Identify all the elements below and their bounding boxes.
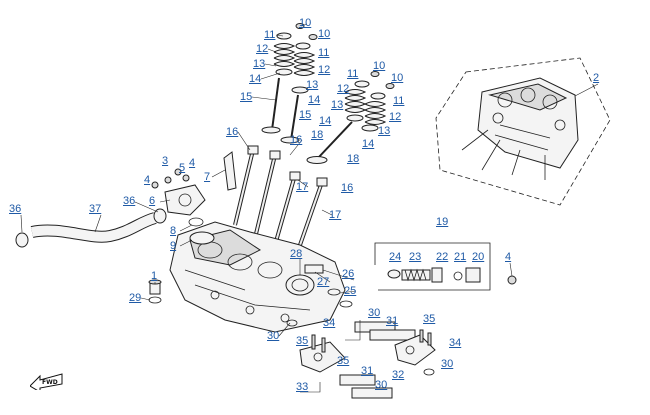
callout-part-36[interactable]: 36 <box>9 203 22 215</box>
callout-part-26[interactable]: 26 <box>342 268 355 280</box>
callout-part-19[interactable]: 19 <box>436 216 449 228</box>
callout-part-13[interactable]: 13 <box>306 79 319 91</box>
callout-part-13[interactable]: 13 <box>331 99 344 111</box>
callout-part-27[interactable]: 27 <box>317 276 330 288</box>
callout-part-6[interactable]: 6 <box>149 195 156 207</box>
callout-part-12[interactable]: 12 <box>256 43 269 55</box>
callout-part-29[interactable]: 29 <box>129 292 142 304</box>
callout-part-10[interactable]: 10 <box>391 72 404 84</box>
callout-part-10[interactable]: 10 <box>299 17 312 29</box>
inset-head-assembly <box>461 77 579 180</box>
callout-part-14[interactable]: 14 <box>362 138 375 150</box>
callout-part-36[interactable]: 36 <box>123 195 136 207</box>
callout-part-17[interactable]: 17 <box>296 181 309 193</box>
callout-part-2[interactable]: 2 <box>593 72 600 84</box>
cylinder-head <box>169 217 346 333</box>
callout-part-8[interactable]: 8 <box>170 225 177 237</box>
callout-part-15[interactable]: 15 <box>240 91 253 103</box>
callout-part-12[interactable]: 12 <box>318 64 331 76</box>
callout-part-9[interactable]: 9 <box>170 240 177 252</box>
forward-arrow-icon: FWD <box>30 373 63 390</box>
tensioner-assembly <box>374 242 517 291</box>
callout-part-4[interactable]: 4 <box>144 174 151 186</box>
callout-part-30[interactable]: 30 <box>441 358 454 370</box>
callout-part-32[interactable]: 32 <box>392 369 405 381</box>
thermostat-housing <box>151 168 206 216</box>
callout-part-5[interactable]: 5 <box>179 162 186 174</box>
callout-part-4[interactable]: 4 <box>189 157 196 169</box>
callout-part-15[interactable]: 15 <box>299 109 312 121</box>
callout-part-16[interactable]: 16 <box>226 126 239 138</box>
callout-part-31[interactable]: 31 <box>386 315 399 327</box>
callout-part-22[interactable]: 22 <box>436 251 449 263</box>
callout-part-37[interactable]: 37 <box>89 203 102 215</box>
callout-part-31[interactable]: 31 <box>361 365 374 377</box>
callout-part-23[interactable]: 23 <box>409 251 422 263</box>
callout-part-20[interactable]: 20 <box>472 251 485 263</box>
coolant-hose <box>15 208 167 248</box>
dowel-pins <box>304 264 353 308</box>
callout-part-28[interactable]: 28 <box>290 248 303 260</box>
callout-part-34[interactable]: 34 <box>449 337 462 349</box>
callout-part-34[interactable]: 34 <box>323 317 336 329</box>
callout-part-13[interactable]: 13 <box>253 58 266 70</box>
callout-part-16[interactable]: 16 <box>290 134 303 146</box>
callout-part-11[interactable]: 11 <box>264 29 276 41</box>
callout-part-11[interactable]: 11 <box>393 95 405 107</box>
callout-part-13[interactable]: 13 <box>378 125 391 137</box>
callout-part-21[interactable]: 21 <box>454 251 467 263</box>
valve-stack-right <box>306 71 395 164</box>
callout-part-30[interactable]: 30 <box>368 307 381 319</box>
valve-stack-left <box>261 23 318 144</box>
callout-part-35[interactable]: 35 <box>423 313 436 325</box>
callout-part-18[interactable]: 18 <box>311 129 324 141</box>
callout-part-25[interactable]: 25 <box>344 285 357 297</box>
callout-part-18[interactable]: 18 <box>347 153 360 165</box>
callout-part-30[interactable]: 30 <box>267 330 280 342</box>
head-bolts <box>223 145 328 246</box>
callout-part-1[interactable]: 1 <box>151 270 158 282</box>
callout-part-24[interactable]: 24 <box>389 251 402 263</box>
callout-part-16[interactable]: 16 <box>341 182 354 194</box>
callout-part-10[interactable]: 10 <box>373 60 386 72</box>
callout-part-3[interactable]: 3 <box>162 155 169 167</box>
callout-part-12[interactable]: 12 <box>337 83 350 95</box>
callout-part-14[interactable]: 14 <box>249 73 262 85</box>
callout-part-30[interactable]: 30 <box>375 379 388 391</box>
callout-part-35[interactable]: 35 <box>296 335 309 347</box>
forward-arrow-label: FWD <box>42 379 58 386</box>
callout-part-14[interactable]: 14 <box>308 94 321 106</box>
callout-part-10[interactable]: 10 <box>318 28 331 40</box>
callout-part-11[interactable]: 11 <box>318 47 330 59</box>
callout-part-33[interactable]: 33 <box>296 381 309 393</box>
callout-part-12[interactable]: 12 <box>389 111 402 123</box>
callout-part-7[interactable]: 7 <box>204 171 211 183</box>
inset-assembly-frame <box>435 57 611 206</box>
callout-part-17[interactable]: 17 <box>329 209 342 221</box>
callout-part-35[interactable]: 35 <box>337 355 350 367</box>
oil-tube-assembly <box>286 319 436 399</box>
leader-lines <box>20 23 599 337</box>
callout-part-11[interactable]: 11 <box>347 68 359 80</box>
callout-part-4[interactable]: 4 <box>505 251 512 263</box>
callout-part-14[interactable]: 14 <box>319 115 332 127</box>
